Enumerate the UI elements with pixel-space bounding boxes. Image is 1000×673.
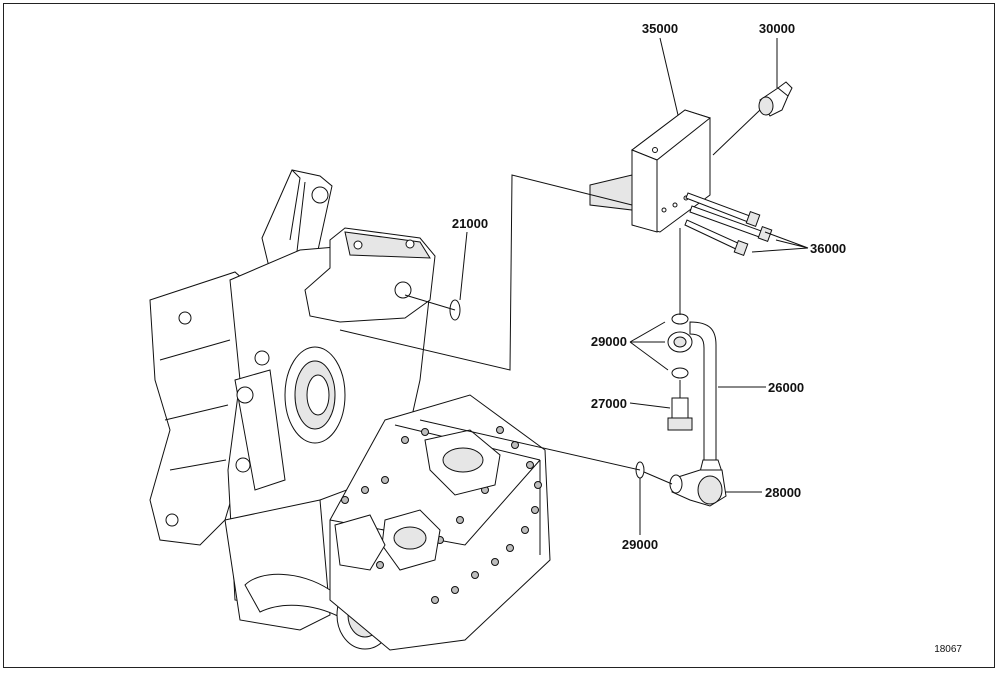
callout-29000-lower: 29000	[622, 537, 658, 552]
pipe-26000	[689, 321, 723, 473]
screws-36000	[684, 192, 773, 256]
callout-21000: 21000	[452, 216, 488, 231]
banjo-bolt-27000	[667, 397, 693, 431]
valve-body-assembly	[329, 394, 551, 651]
drawing-frame	[3, 3, 995, 668]
callout-26000: 26000	[768, 380, 804, 395]
leader-lines	[459, 37, 809, 535]
mounting-plate-35000	[589, 109, 712, 233]
assembly-center-lines	[339, 109, 761, 485]
banjo-fitting	[667, 331, 693, 353]
callout-29000-upper: 29000	[591, 334, 627, 349]
callout-35000: 35000	[642, 21, 678, 36]
callout-28000: 28000	[765, 485, 801, 500]
callout-27000: 27000	[591, 396, 627, 411]
sender-30000	[758, 81, 793, 117]
elbow-fitting-28000	[669, 469, 727, 507]
drawing-code: 18067	[934, 644, 962, 655]
callout-36000: 36000	[810, 241, 846, 256]
callout-30000: 30000	[759, 21, 795, 36]
transmission-housing	[149, 169, 436, 650]
